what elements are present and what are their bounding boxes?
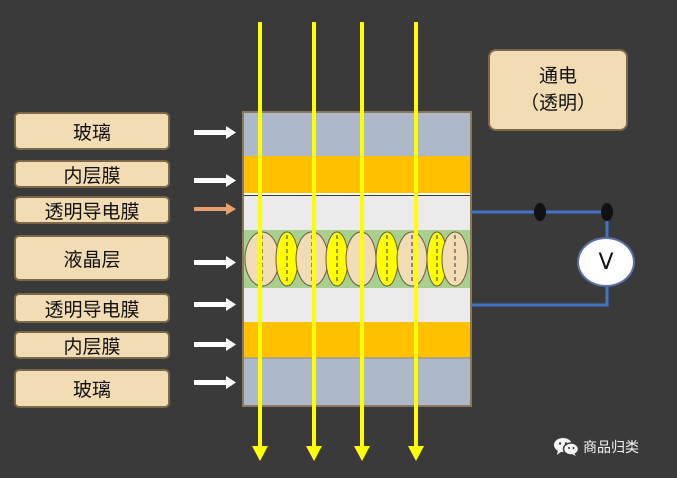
status-line-1: 通电 [538, 65, 577, 87]
wechat-icon [554, 438, 579, 456]
layer-label-conductive-film-bottom: 透明导电膜 [14, 293, 170, 323]
pointer-arrows [194, 126, 236, 389]
layer-label-inner-film-bottom: 内层膜 [14, 331, 170, 359]
light-ray [252, 22, 268, 461]
layer-label-inner-film-top: 内层膜 [14, 160, 170, 188]
inner-film-bottom-layer [243, 322, 471, 358]
pointer-arrow [194, 338, 236, 351]
watermark: 商品归类 [553, 436, 639, 458]
layer-label-liquid-crystal: 液晶层 [14, 235, 170, 281]
conductive-film-bottom-layer [243, 288, 471, 322]
power-status-box: 通电 （透明） [488, 49, 628, 131]
light-ray [354, 22, 370, 461]
pointer-arrow [194, 298, 236, 311]
inner-film-top-layer [243, 156, 471, 194]
light-ray [408, 22, 424, 461]
layer-label-conductive-film-top: 透明导电膜 [14, 196, 170, 224]
light-ray [306, 22, 322, 461]
layer-label-glass-top: 玻璃 [14, 112, 170, 150]
pointer-arrow [194, 256, 236, 269]
circuit-nodes [534, 203, 613, 221]
conductive-film-top-layer [243, 196, 471, 230]
watermark-text: 商品归类 [583, 440, 639, 456]
circuit-node [534, 203, 546, 221]
pointer-arrow [194, 174, 236, 187]
voltmeter-symbol: V [598, 249, 614, 275]
glass-top-layer [243, 112, 471, 156]
pointer-arrow [194, 376, 236, 389]
light-rays [252, 22, 424, 461]
voltmeter: V [577, 237, 635, 287]
status-line-2: （透明） [519, 92, 596, 114]
circuit-node [601, 203, 613, 221]
pointer-arrow [194, 126, 236, 139]
glass-bottom-layer [243, 358, 471, 406]
layer-label-glass-bottom: 玻璃 [14, 369, 170, 408]
pointer-arrow [194, 203, 236, 215]
